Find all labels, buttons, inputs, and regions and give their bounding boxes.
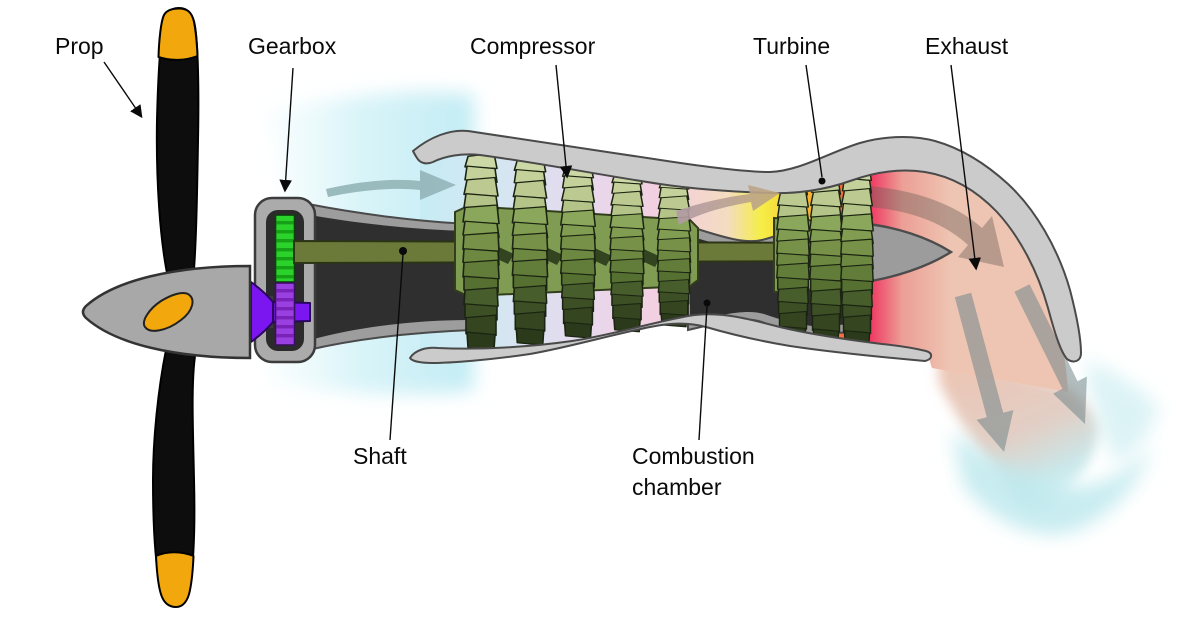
exhaust-curved-arrow bbox=[866, 186, 1004, 267]
core-flow-arrow bbox=[676, 185, 780, 225]
prop-leader bbox=[103, 61, 143, 119]
leader-lines bbox=[103, 61, 982, 441]
engine-cowl-bottom bbox=[409, 313, 933, 364]
gearbox bbox=[249, 196, 317, 364]
label-exhaust: Exhaust bbox=[925, 33, 1009, 59]
intake-flow-arrow bbox=[326, 170, 456, 200]
label-turbine: Turbine bbox=[753, 33, 831, 59]
label-gearbox: Gearbox bbox=[248, 33, 337, 59]
gearbox-leader bbox=[279, 67, 294, 193]
gear-green bbox=[274, 214, 296, 283]
gear-purple bbox=[274, 282, 296, 346]
exhaust-arrow-left bbox=[954, 292, 1014, 452]
label-compressor: Compressor bbox=[470, 33, 596, 59]
prop-blade-bottom-tip bbox=[155, 551, 195, 608]
turbine-leader bbox=[805, 64, 823, 178]
label-combustion-chamber: Combustion chamber bbox=[632, 443, 755, 501]
spinner-highlight bbox=[143, 291, 194, 332]
exhaust-leader bbox=[950, 64, 982, 271]
spinner bbox=[81, 264, 252, 360]
propeller-blades bbox=[152, 7, 200, 608]
label-shaft: Shaft bbox=[353, 443, 407, 469]
prop-blade-top-tip bbox=[157, 7, 199, 61]
exhaust-flow-arrows bbox=[866, 186, 1087, 452]
exhaust-arrow-right bbox=[1014, 284, 1087, 424]
label-prop: Prop bbox=[55, 33, 104, 59]
shaft-casing-front bbox=[307, 202, 473, 352]
compressor-leader bbox=[555, 64, 573, 179]
shaft-leader bbox=[389, 253, 404, 441]
tail-cone bbox=[856, 221, 954, 285]
combustion-leader bbox=[698, 305, 708, 441]
leader-dots bbox=[399, 177, 826, 307]
